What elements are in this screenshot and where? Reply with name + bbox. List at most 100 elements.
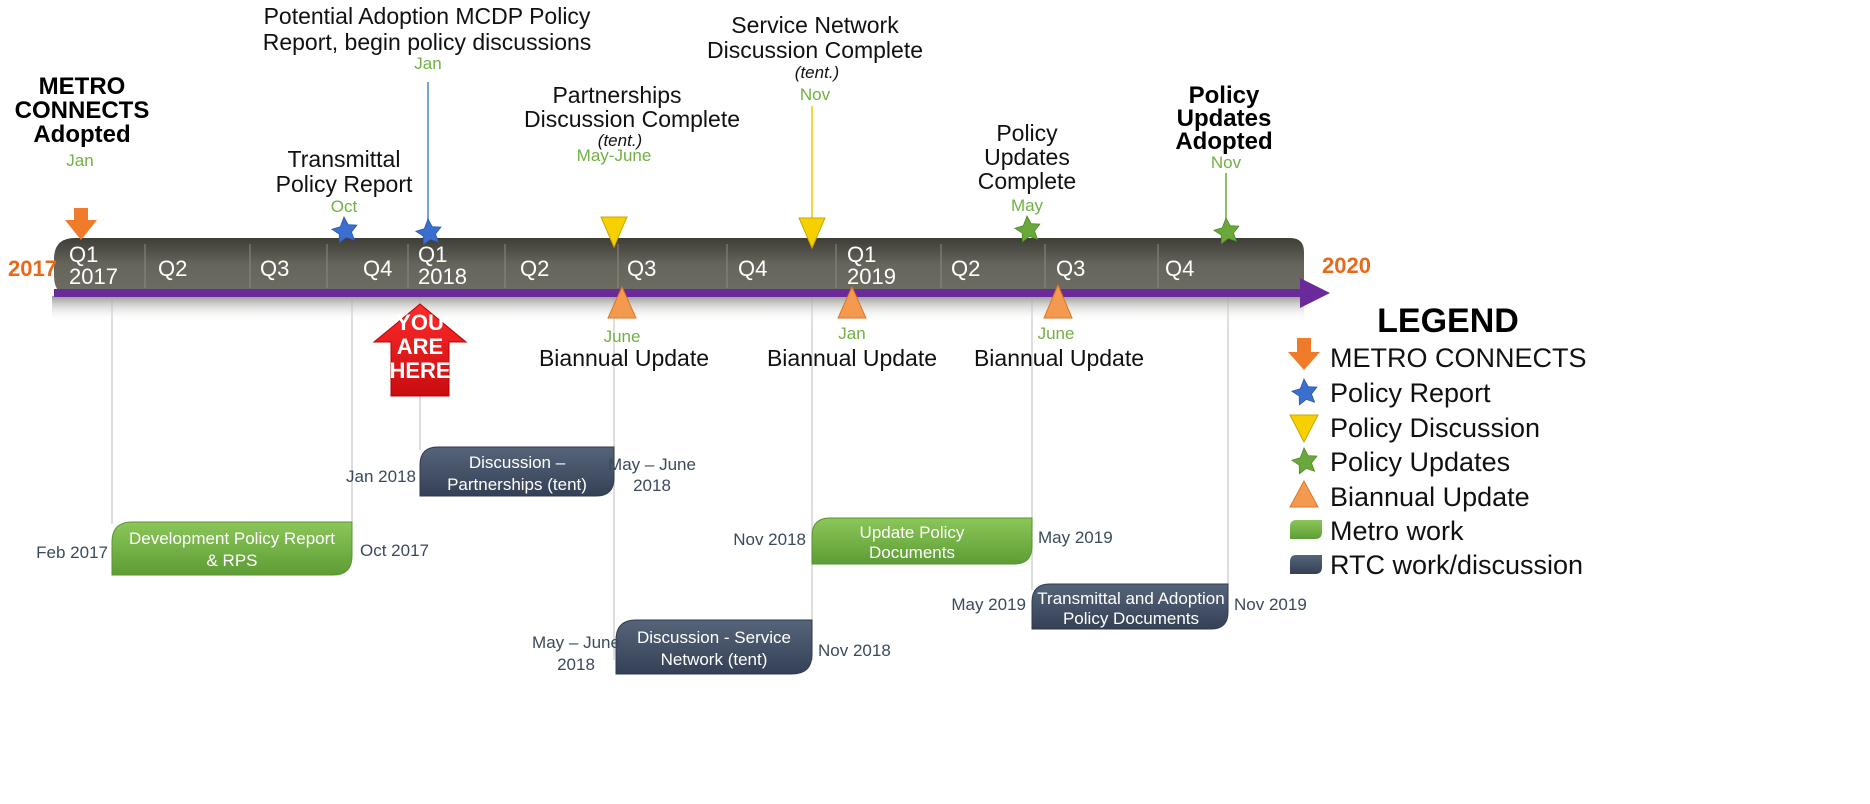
work-bar-label: Update Policy	[860, 523, 965, 542]
milestone-date: May-June	[577, 146, 652, 165]
green-star-icon	[1212, 217, 1240, 245]
biannual-update-1: June Biannual Update	[539, 285, 709, 371]
work-bar-start-date: May 2019	[951, 595, 1026, 614]
work-bar-end-date: May – June	[608, 455, 696, 474]
orange-triangle-up-icon	[1043, 283, 1073, 319]
work-bar-label: Discussion –	[469, 453, 566, 472]
milestone-title-line: Adopted	[1175, 128, 1272, 155]
milestone-title-line: Policy Report	[276, 171, 413, 197]
milestone-title-line: CONNECTS	[15, 97, 150, 124]
milestone-tent: (tent.)	[795, 63, 839, 82]
milestone-title-line: Discussion Complete	[707, 37, 923, 63]
work-bar-label: Policy Documents	[1063, 609, 1199, 628]
milestone-date: Jan	[66, 151, 93, 170]
orange-triangle-up-icon	[607, 285, 637, 319]
purple-timeline-arrow-shaft	[54, 289, 1304, 297]
quarter-label: Q2	[520, 256, 549, 281]
quarter-dividers	[144, 244, 1159, 288]
work-bar-development-policy: Development Policy Report & RPS Feb 2017…	[36, 521, 429, 576]
biannual-update-2: Jan Biannual Update	[767, 285, 937, 371]
milestone-title-line: Adopted	[33, 121, 130, 148]
orange-triangle-up-icon	[837, 285, 867, 319]
milestone-title-line: Updates	[1177, 105, 1272, 132]
quarter-year-label: 2019	[847, 264, 896, 289]
work-bar-start-date: Nov 2018	[733, 530, 806, 549]
work-bar-start-date: Jan 2018	[346, 467, 416, 486]
milestone-title-line: Policy	[1189, 82, 1260, 109]
milestone-metro-connects: METRO CONNECTS Adopted Jan	[15, 73, 150, 240]
biannual-date: June	[1038, 324, 1075, 343]
milestone-title-line: METRO	[39, 73, 126, 100]
biannual-label: Biannual Update	[539, 345, 709, 371]
quarter-year-label: 2017	[69, 264, 118, 289]
biannual-label: Biannual Update	[974, 345, 1144, 371]
milestone-title-line: Policy	[996, 120, 1058, 146]
orange-arrow-down-icon	[65, 208, 97, 240]
timeline-shadow	[52, 296, 1304, 322]
yellow-triangle-down-icon	[600, 216, 628, 249]
work-bar-end-date: May 2019	[1038, 528, 1113, 547]
timeline-band	[54, 238, 1304, 297]
quarter-label: Q2	[158, 256, 187, 281]
milestone-title-line: Service Network	[731, 12, 899, 38]
legend: LEGEND METRO CONNECTS Policy Report Poli…	[1288, 302, 1587, 580]
work-bar-discussion-service: Discussion - Service Network (tent) May …	[532, 619, 891, 675]
quarter-label: Q4	[363, 256, 392, 281]
purple-timeline-arrowhead	[1300, 278, 1330, 308]
red-arrow-up-icon	[372, 303, 468, 397]
work-bar-end-date: Nov 2018	[818, 641, 891, 660]
work-bar-label: Development Policy Report	[129, 529, 335, 548]
work-bar-label: Partnerships (tent)	[447, 475, 587, 494]
start-year-label: 2017	[8, 256, 57, 281]
work-bar-update-policy-docs: Update Policy Documents Nov 2018 May 201…	[733, 517, 1113, 565]
work-bar-end-date: 2018	[633, 476, 671, 495]
blue-star-icon	[330, 216, 358, 244]
blue-star-icon	[1290, 378, 1318, 406]
milestone-title-line: Report, begin policy discussions	[263, 29, 592, 55]
work-bar-end-date: Oct 2017	[360, 541, 429, 560]
milestone-date: Oct	[331, 197, 358, 216]
quarter-label: Q3	[1056, 256, 1085, 281]
legend-item-label: Policy Report	[1330, 378, 1491, 408]
milestone-title-line: Updates	[984, 144, 1070, 170]
you-are-here-marker: YOU ARE HERE	[372, 303, 468, 397]
milestone-partnerships-discussion: Partnerships Discussion Complete (tent.)…	[524, 82, 740, 249]
milestone-date: Nov	[1211, 153, 1242, 172]
milestone-title-line: Partnerships	[552, 82, 681, 108]
milestone-date: Jan	[414, 54, 441, 73]
you-are-here-line: YOU	[396, 310, 444, 335]
milestone-potential-adoption: Potential Adoption MCDP Policy Report, b…	[263, 3, 592, 246]
blue-star-icon	[414, 218, 442, 246]
work-bar-end-date: Nov 2019	[1234, 595, 1307, 614]
quarter-label: Q1	[847, 242, 876, 267]
yellow-triangle-down-icon	[798, 217, 826, 250]
milestone-title-line: Transmittal	[288, 146, 401, 172]
you-are-here-line: HERE	[389, 358, 450, 383]
biannual-label: Biannual Update	[767, 345, 937, 371]
milestone-title-line: Potential Adoption MCDP Policy	[264, 3, 591, 29]
orange-triangle-up-icon	[1289, 479, 1319, 508]
quarter-label: Q3	[627, 256, 656, 281]
legend-item-label: Policy Updates	[1330, 447, 1510, 477]
biannual-date: Jan	[838, 324, 865, 343]
navy-bar-icon	[1290, 555, 1322, 574]
work-bar-label: Network (tent)	[661, 650, 768, 669]
biannual-update-3: June Biannual Update	[974, 283, 1144, 371]
milestone-tent: (tent.)	[598, 131, 642, 150]
legend-item-label: METRO CONNECTS	[1330, 343, 1587, 373]
milestone-transmittal-policy-report: Transmittal Policy Report Oct	[276, 146, 413, 244]
green-bar-icon	[1290, 520, 1322, 539]
green-star-icon	[1013, 215, 1041, 243]
quarter-label: Q3	[260, 256, 289, 281]
quarter-label: Q2	[951, 256, 980, 281]
work-bar-label: Discussion - Service	[637, 628, 791, 647]
quarter-label: Q1	[69, 242, 98, 267]
legend-title: LEGEND	[1377, 302, 1519, 340]
work-bar-transmittal-adoption: Transmittal and Adoption Policy Document…	[951, 583, 1307, 630]
quarter-labels: Q1 2017 Q2 Q3 Q4 Q1 2018 Q2 Q3 Q4 Q1 201…	[69, 242, 1194, 289]
legend-item-label: Policy Discussion	[1330, 413, 1540, 443]
work-bar-label: & RPS	[206, 551, 257, 570]
milestone-title-line: Discussion Complete	[524, 106, 740, 132]
milestone-title-line: Complete	[978, 168, 1076, 194]
milestone-policy-updates-adopted: Policy Updates Adopted Nov	[1175, 82, 1273, 245]
